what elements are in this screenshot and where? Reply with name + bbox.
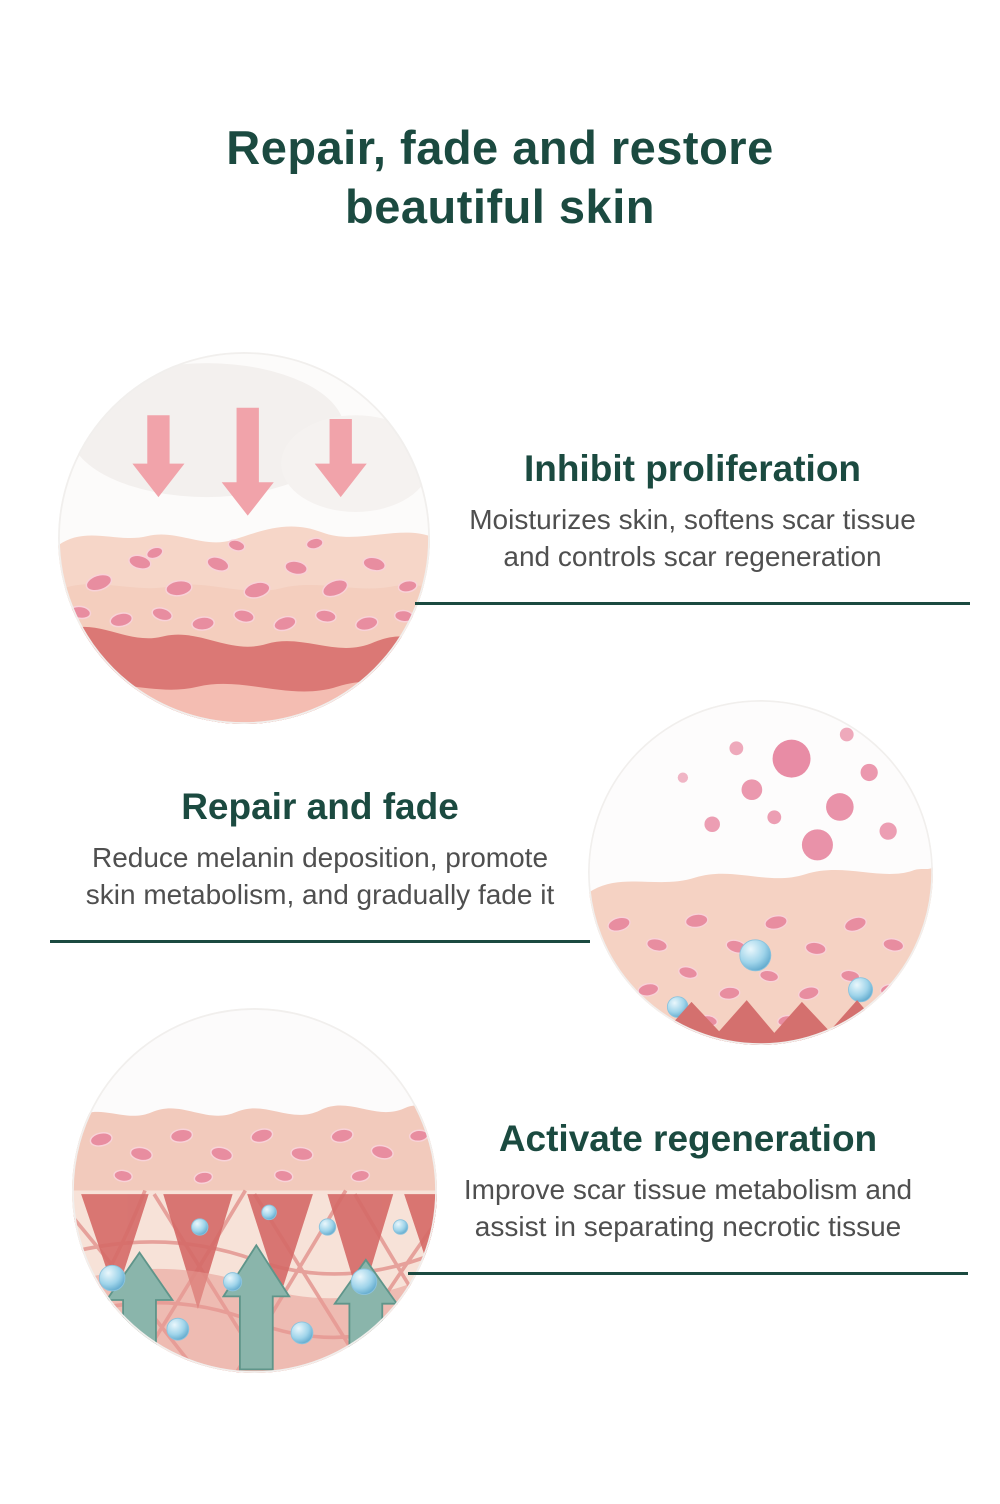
section-activate-text: Activate regeneration Improve scar tissu… (408, 1118, 968, 1275)
divider-2 (50, 939, 590, 943)
skin-cells (69, 537, 418, 632)
skin-illustration-inhibit (58, 352, 430, 724)
skin-cross-section-bubbles-icon (588, 700, 933, 1045)
skin-illustration-repair (588, 700, 933, 1045)
section-inhibit-text: Inhibit proliferation Moisturizes skin, … (415, 448, 970, 605)
page-title: Repair, fade and restore beautiful skin (0, 118, 1000, 236)
section-heading-activate: Activate regeneration (498, 1118, 878, 1159)
skin-cross-section-arrows-up-icon (72, 1008, 437, 1373)
divider-1 (415, 601, 970, 605)
skin-cross-section-arrows-down-icon (58, 352, 430, 724)
section-heading-inhibit: Inhibit proliferation (523, 448, 862, 489)
pressure-arrows-down-icon (132, 407, 367, 516)
page-title-line-2: beautiful skin (345, 180, 655, 234)
section-repair-text: Repair and fade Reduce melanin depositio… (50, 786, 590, 943)
page-title-line-1: Repair, fade and restore (226, 121, 774, 174)
skin-cells (89, 1128, 429, 1185)
divider-3 (408, 1271, 968, 1275)
section-body-repair: Reduce melanin deposition, promote skin … (85, 842, 555, 910)
melanin-particles (677, 727, 897, 861)
section-body-inhibit: Moisturizes skin, softens scar tissue an… (469, 504, 916, 572)
section-heading-repair: Repair and fade (181, 786, 459, 827)
skin-illustration-activate (72, 1008, 437, 1373)
section-body-activate: Improve scar tissue metabolism and assis… (463, 1174, 913, 1242)
